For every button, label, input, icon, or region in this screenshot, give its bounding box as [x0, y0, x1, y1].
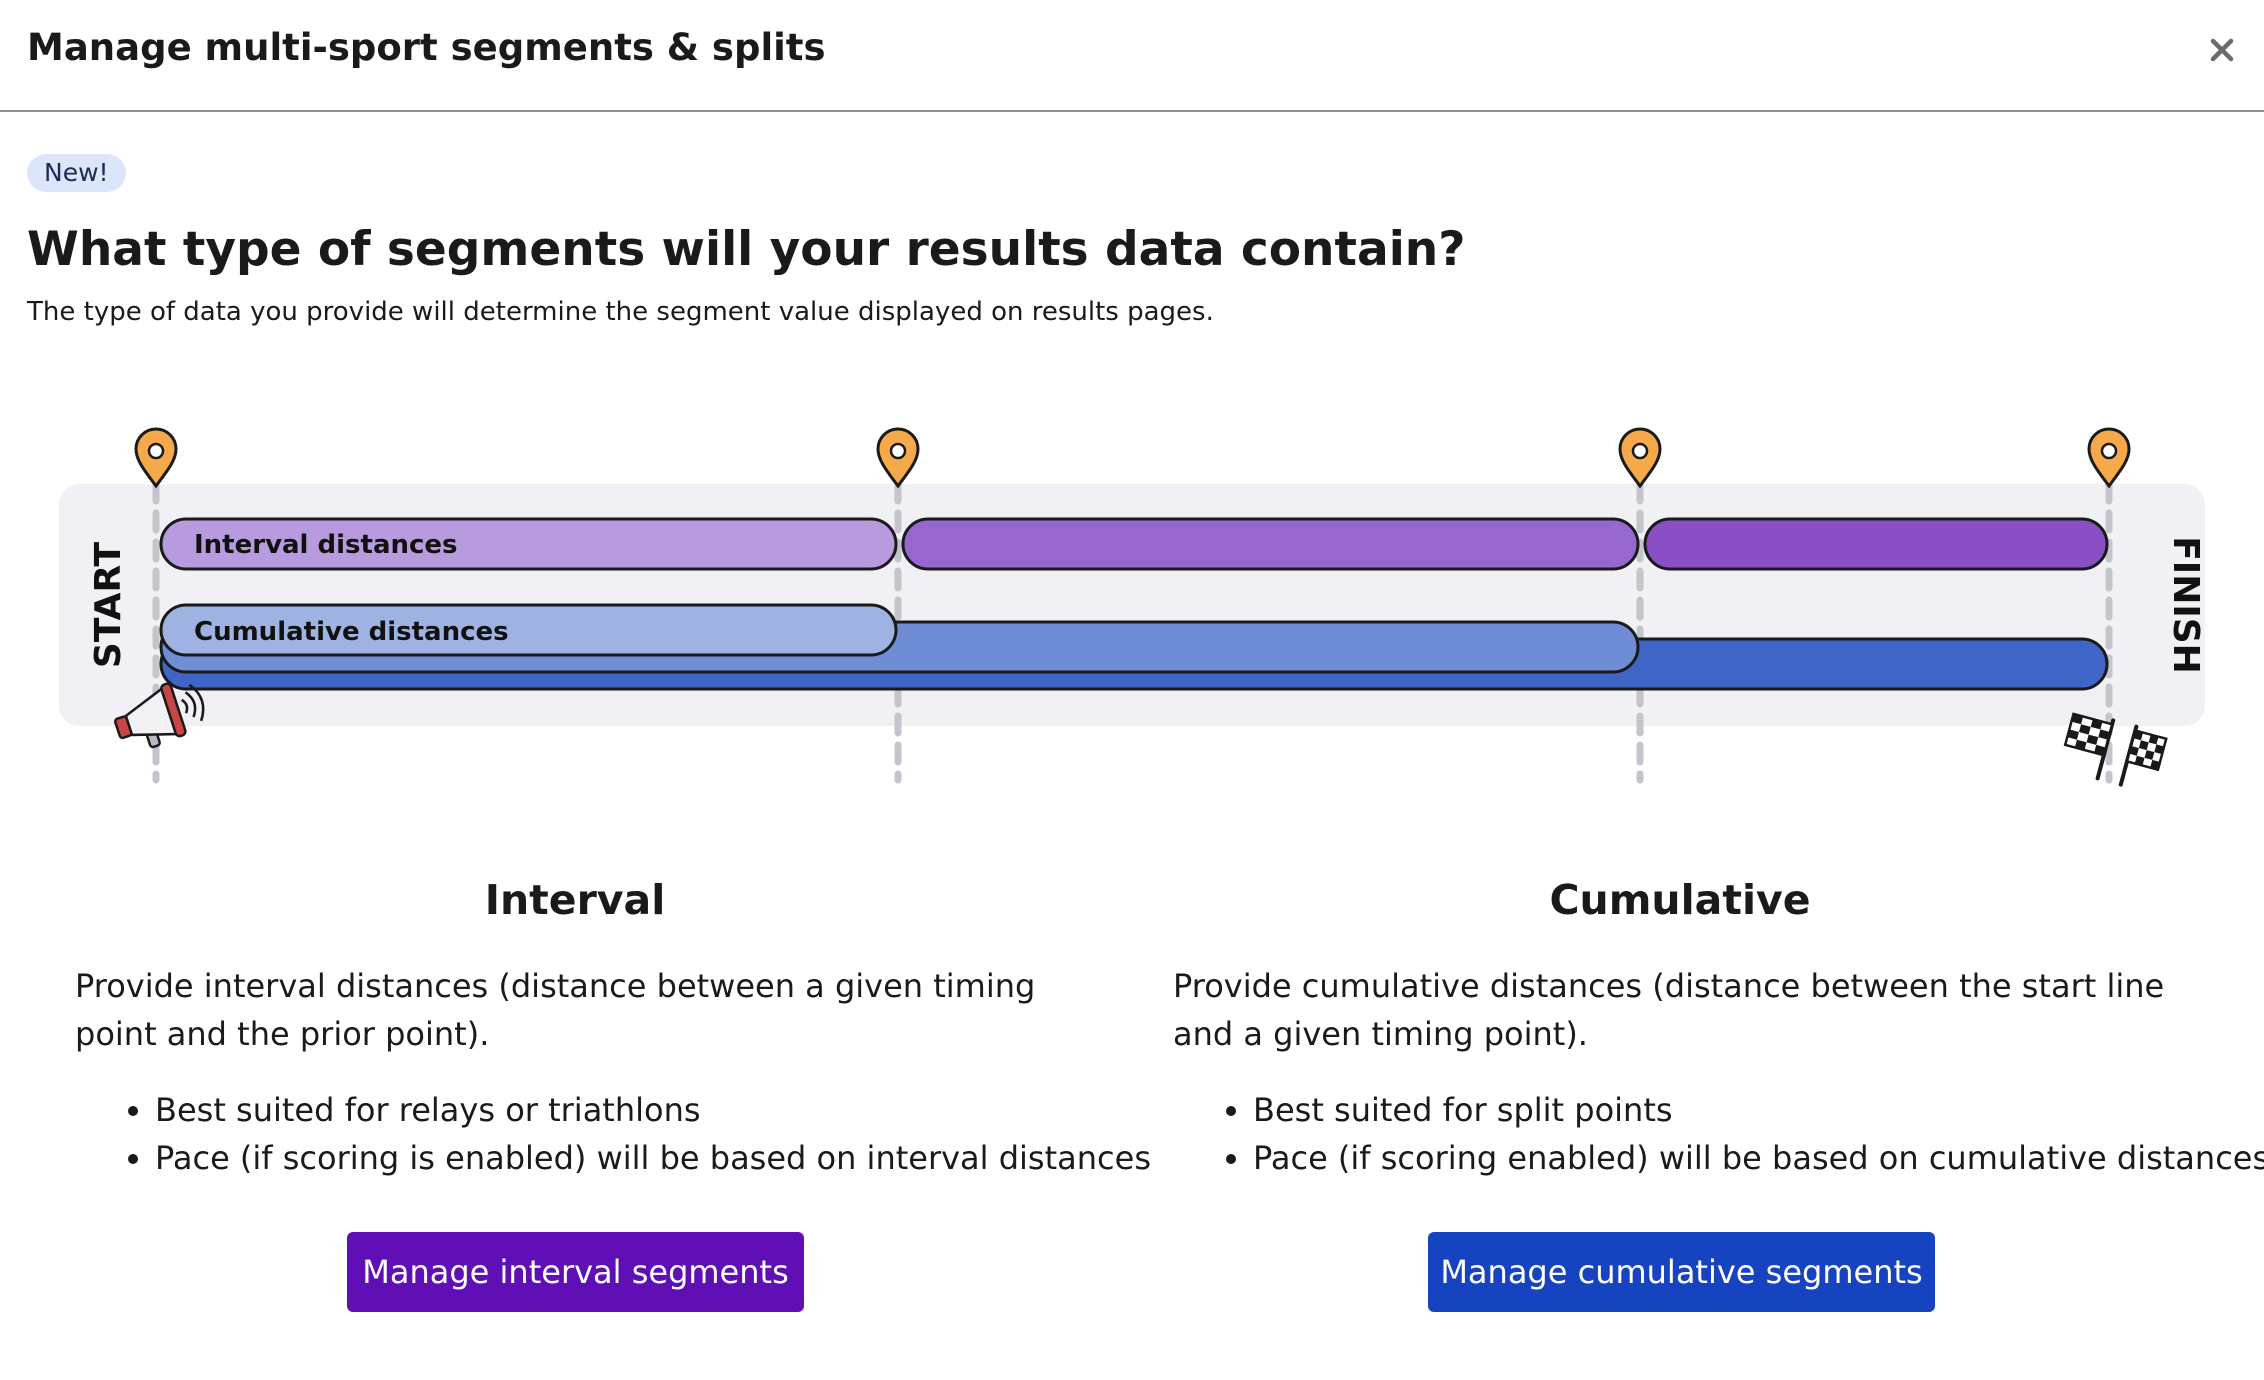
modal-title: Manage multi-sport segments & splits	[27, 26, 826, 69]
cumulative-description: Provide cumulative distances (distance b…	[1173, 967, 2165, 1053]
interval-bar-label: Interval distances	[194, 530, 458, 560]
map-pin-icon	[134, 427, 178, 489]
interval-title: Interval	[484, 876, 666, 924]
page-heading: What type of segments will your results …	[27, 222, 1466, 277]
checkered-flag-icon	[2063, 712, 2168, 787]
page-subheading: The type of data you provide will determ…	[27, 297, 1214, 327]
interval-bar-1	[159, 517, 898, 571]
close-icon	[2210, 38, 2234, 62]
megaphone-icon	[114, 682, 205, 749]
map-pin-icon	[876, 427, 920, 489]
interval-section: Interval Provide interval distances (dis…	[60, 876, 1151, 1182]
new-badge: New!	[27, 154, 126, 192]
finish-label: FINISH	[2165, 536, 2206, 674]
map-pin-icon	[1618, 427, 1662, 489]
close-button[interactable]	[2202, 30, 2242, 70]
list-item: Best suited for relays or triathlons	[155, 1086, 1090, 1134]
manage-interval-segments-button[interactable]: Manage interval segments	[347, 1232, 804, 1312]
interval-description: Provide interval distances (distance bet…	[75, 967, 1036, 1053]
interval-bar-2	[901, 517, 1640, 571]
manage-cumulative-segments-button[interactable]: Manage cumulative segments	[1428, 1232, 1935, 1312]
cumulative-section: Cumulative Provide cumulative distances …	[1158, 876, 2264, 1182]
list-item: Best suited for split points	[1253, 1086, 2188, 1134]
list-item: Pace (if scoring is enabled) will be bas…	[155, 1134, 1151, 1182]
cumulative-bullet-list: Best suited for split points Pace (if sc…	[1173, 1086, 2264, 1182]
start-label: START	[88, 541, 129, 668]
cumulative-bar-label: Cumulative distances	[194, 617, 509, 647]
interval-bullet-list: Best suited for relays or triathlons Pac…	[75, 1086, 1151, 1182]
list-item: Pace (if scoring enabled) will be based …	[1253, 1134, 2264, 1182]
cumulative-title: Cumulative	[1549, 876, 1811, 924]
map-pin-icon	[2087, 427, 2131, 489]
cumulative-bar-1	[159, 603, 898, 657]
segments-diagram: START FINISH Cumulative distances Interv…	[59, 427, 2206, 787]
interval-bar-3	[1643, 517, 2109, 571]
modal-header: Manage multi-sport segments & splits	[0, 0, 2264, 112]
